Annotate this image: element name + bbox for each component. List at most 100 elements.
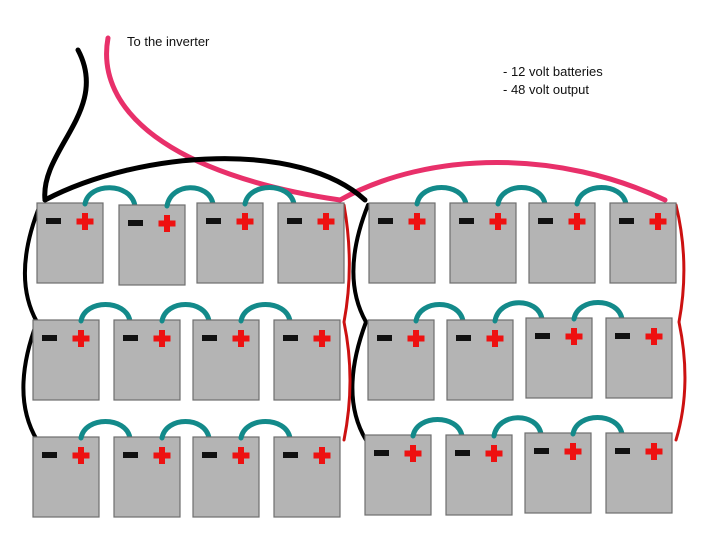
series-jumper-wire xyxy=(492,300,545,324)
battery xyxy=(113,436,181,518)
negative-terminal-icon xyxy=(283,335,298,341)
negative-terminal-icon xyxy=(455,450,470,456)
battery xyxy=(368,202,436,284)
series-jumper-wire xyxy=(571,300,625,322)
positive-terminal-icon xyxy=(317,218,335,225)
series-jumper-wire xyxy=(238,302,293,324)
series-jumper-wire xyxy=(78,302,133,324)
positive-terminal-icon xyxy=(72,452,90,459)
battery xyxy=(277,202,345,284)
negative-wire-bridge xyxy=(42,156,368,203)
negative-terminal-icon xyxy=(42,452,57,458)
negative-terminal-icon xyxy=(128,220,143,226)
negative-terminal-icon xyxy=(538,218,553,224)
battery xyxy=(445,434,513,516)
positive-terminal-icon xyxy=(72,335,90,342)
positive-terminal-icon xyxy=(565,333,583,340)
negative-parallel-wire xyxy=(23,203,42,324)
positive-terminal-icon xyxy=(407,335,425,342)
positive-terminal-icon xyxy=(153,452,171,459)
positive-terminal-icon xyxy=(76,218,94,225)
positive-terminal-icon xyxy=(236,218,254,225)
positive-terminal-icon xyxy=(232,335,250,342)
negative-terminal-icon xyxy=(378,218,393,224)
negative-terminal-icon xyxy=(615,448,630,454)
battery xyxy=(113,319,181,401)
positive-terminal-icon xyxy=(408,218,426,225)
positive-parallel-wire xyxy=(342,203,352,442)
negative-terminal-icon xyxy=(206,218,221,224)
battery xyxy=(273,436,341,518)
inverter-label: To the inverter xyxy=(127,34,210,49)
negative-terminal-icon xyxy=(534,448,549,454)
positive-terminal-icon xyxy=(649,218,667,225)
positive-terminal-icon xyxy=(486,335,504,342)
positive-terminal-icon xyxy=(489,218,507,225)
positive-terminal-icon xyxy=(564,448,582,455)
series-jumper-wire xyxy=(495,185,548,207)
negative-terminal-icon xyxy=(202,452,217,458)
negative-terminal-icon xyxy=(123,452,138,458)
negative-terminal-icon xyxy=(287,218,302,224)
series-jumper-wire xyxy=(242,185,297,207)
negative-parallel-wire xyxy=(21,320,39,442)
positive-terminal-icon xyxy=(153,335,171,342)
negative-terminal-icon xyxy=(456,335,471,341)
note-voltage-output: - 48 volt output xyxy=(503,82,589,97)
series-jumper-wire xyxy=(410,417,465,439)
battery xyxy=(446,319,514,401)
series-jumper-wire xyxy=(78,419,133,441)
battery xyxy=(605,432,673,514)
positive-parallel-wire xyxy=(674,203,687,442)
negative-terminal-icon xyxy=(283,452,298,458)
negative-parallel-wire xyxy=(351,203,370,324)
positive-terminal-icon xyxy=(404,450,422,457)
positive-terminal-icon xyxy=(313,452,331,459)
battery xyxy=(196,202,264,284)
battery xyxy=(118,204,186,286)
positive-terminal-icon xyxy=(645,448,663,455)
positive-terminal-icon xyxy=(232,452,250,459)
positive-wire-to-inverter xyxy=(104,35,343,203)
series-jumper-wire xyxy=(238,419,293,441)
positive-terminal-icon xyxy=(158,220,176,227)
battery xyxy=(525,317,593,399)
battery xyxy=(273,319,341,401)
series-jumper-wire xyxy=(574,185,629,207)
negative-terminal-icon xyxy=(535,333,550,339)
negative-terminal-icon xyxy=(202,335,217,341)
battery xyxy=(449,202,517,284)
series-jumper-wire xyxy=(414,185,469,207)
battery xyxy=(605,317,673,399)
negative-wire-to-inverter xyxy=(42,47,89,203)
negative-terminal-icon xyxy=(615,333,630,339)
battery xyxy=(528,202,596,284)
battery xyxy=(32,436,100,518)
negative-terminal-icon xyxy=(123,335,138,341)
battery xyxy=(192,319,260,401)
battery xyxy=(367,319,435,401)
series-jumper-wire xyxy=(164,185,216,209)
negative-terminal-icon xyxy=(377,335,392,341)
negative-parallel-wire xyxy=(350,320,368,442)
series-jumper-wire xyxy=(413,302,466,324)
negative-terminal-icon xyxy=(619,218,634,224)
battery xyxy=(609,202,677,284)
battery xyxy=(36,202,104,284)
note-voltage-batteries: - 12 volt batteries xyxy=(503,64,603,79)
series-jumper-wire xyxy=(570,415,625,437)
series-jumper-wire xyxy=(159,419,212,441)
negative-terminal-icon xyxy=(374,450,389,456)
positive-terminal-icon xyxy=(568,218,586,225)
negative-terminal-icon xyxy=(459,218,474,224)
battery xyxy=(192,436,260,518)
negative-terminal-icon xyxy=(42,335,57,341)
positive-terminal-icon xyxy=(485,450,503,457)
battery xyxy=(364,434,432,516)
battery xyxy=(524,432,592,514)
battery xyxy=(32,319,100,401)
series-jumper-wire xyxy=(82,185,138,209)
series-jumper-wire xyxy=(159,302,212,324)
negative-terminal-icon xyxy=(46,218,61,224)
